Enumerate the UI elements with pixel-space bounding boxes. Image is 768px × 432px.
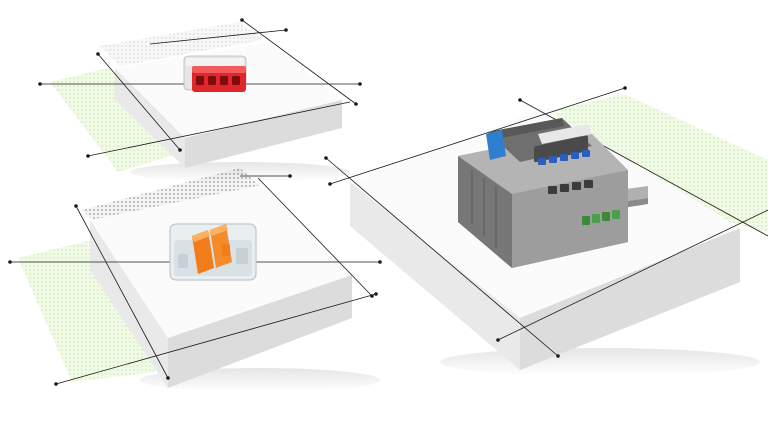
construction-dots [8,18,627,386]
green-accent-left-top [50,68,190,172]
orange-connector [169,223,257,281]
red-connector [183,55,247,92]
terminal-block [458,118,648,268]
green-accent-right [548,94,768,232]
green-accent-left-bottom [18,240,156,382]
grey-dot-strip-top [100,22,262,66]
